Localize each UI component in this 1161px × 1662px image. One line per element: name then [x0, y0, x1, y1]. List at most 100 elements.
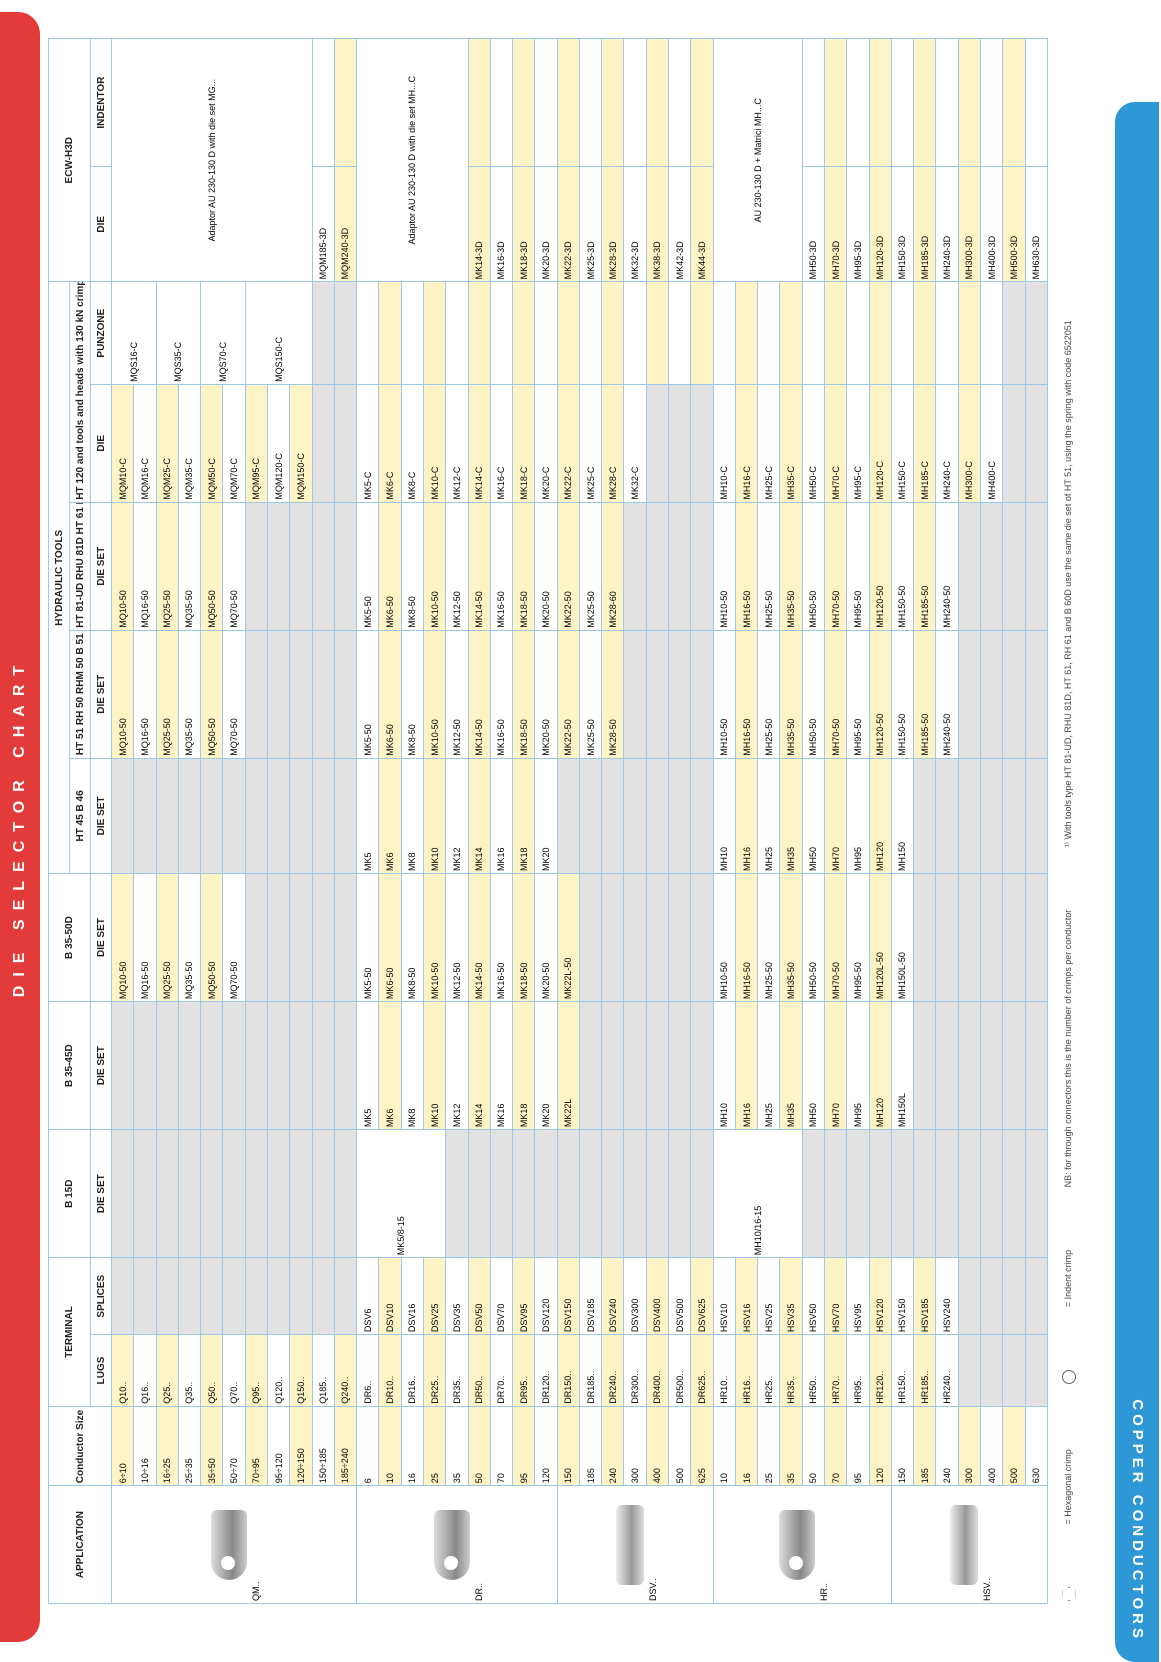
- size-cell: 150÷185: [312, 1406, 335, 1486]
- ht45-cell: [623, 758, 647, 874]
- b3545-cell: [980, 1001, 1003, 1130]
- punzone-cell: [401, 281, 424, 385]
- ht120-die-cell: MK18-C: [512, 384, 535, 503]
- lug-cell: Q70..: [222, 1334, 246, 1407]
- application-qm: QM..: [111, 1485, 357, 1604]
- ht45-cell: [935, 758, 959, 874]
- ht81-cell: MK25-50: [579, 502, 602, 631]
- b15-cell: [623, 1129, 647, 1258]
- splice-cell: DSV25: [423, 1257, 446, 1335]
- splice-cell: [334, 1257, 357, 1335]
- lug-cell: DR6..: [356, 1334, 379, 1407]
- chart-title: DIE SELECTOR CHART: [0, 12, 40, 1642]
- b15-cell: [200, 1129, 223, 1258]
- size-cell: 95÷120: [267, 1406, 290, 1486]
- ht81-cell: MH10-50: [713, 502, 736, 631]
- b3545-cell: [646, 1001, 669, 1130]
- indentor-cell: [490, 38, 513, 167]
- punzone-cell: MQS35-C: [156, 281, 201, 385]
- b3550-cell: [267, 873, 290, 1002]
- ht51-cell: [312, 630, 335, 759]
- b3545-cell: [668, 1001, 691, 1130]
- ecw-die-cell: MH70-3D: [824, 166, 847, 282]
- punzone-cell: [312, 281, 335, 385]
- lug-cell: DR35..: [445, 1334, 468, 1407]
- ecw-die-cell: MH185-3D: [913, 166, 936, 282]
- ht81-cell: MH25-50: [757, 502, 780, 631]
- lug-cell: Q10..: [111, 1334, 134, 1407]
- splice-cell: [222, 1257, 246, 1335]
- b3550-cell: MH16-50: [735, 873, 758, 1002]
- size-cell: 16: [401, 1406, 424, 1486]
- application-label-dr: DR..: [473, 1583, 484, 1601]
- size-cell: 50: [468, 1406, 491, 1486]
- b15-cell: [668, 1129, 691, 1258]
- indentor-cell: [534, 38, 558, 167]
- indentor-cell: [802, 38, 825, 167]
- punzone-cell: [891, 281, 914, 385]
- b3550-cell: MH120L-50: [869, 873, 892, 1002]
- ht81-cell: MQ70-50: [222, 502, 246, 631]
- ht81-cell: [1002, 502, 1026, 631]
- punzone-cell: [958, 281, 981, 385]
- splice-cell: HSV120: [869, 1257, 892, 1335]
- b3550-cell: [601, 873, 624, 1002]
- size-cell: 400: [980, 1406, 1003, 1486]
- die-selector-table-wrap: APPLICATION Conductor Size sqmm TERMINAL…: [48, 38, 1048, 1604]
- size-cell: 300: [958, 1406, 981, 1486]
- b3550-cell: MH35-50: [779, 873, 803, 1002]
- size-cell: 150: [891, 1406, 914, 1486]
- ht45-cell: [245, 758, 268, 874]
- ht45-cell: MH70: [824, 758, 847, 874]
- ecw-note-qm: Adaptor AU 230-130 D with die set MG...: [111, 38, 313, 282]
- ht45-cell: MK12: [445, 758, 468, 874]
- punzone-cell: [935, 281, 959, 385]
- lug-cell: DR625..: [690, 1334, 714, 1407]
- size-cell: 500: [668, 1406, 691, 1486]
- lug-cell: DR120..: [534, 1334, 558, 1407]
- splice-cell: DSV16: [401, 1257, 424, 1335]
- ecw-die-cell: MH630-3D: [1025, 166, 1048, 282]
- ht120-die-cell: MH70-C: [824, 384, 847, 503]
- ht120-die-cell: MQM25-C: [156, 384, 179, 503]
- col-b15d: B 15D: [48, 1129, 91, 1258]
- punzone-cell: MQS16-C: [111, 281, 157, 385]
- lug-cell: [980, 1334, 1003, 1407]
- b3545-cell: MH16: [735, 1001, 758, 1130]
- b3545-cell: [1025, 1001, 1048, 1130]
- b3550-cell: MQ10-50: [111, 873, 134, 1002]
- size-cell: 70: [824, 1406, 847, 1486]
- ht51-cell: [289, 630, 313, 759]
- b3545-cell: MK8: [401, 1001, 424, 1130]
- ecw-die-cell: MH150-3D: [891, 166, 914, 282]
- lug-cell: DR25..: [423, 1334, 446, 1407]
- ht81-cell: MK28-60: [601, 502, 624, 631]
- b3545-cell: [623, 1001, 647, 1130]
- b3545-cell: MK14: [468, 1001, 491, 1130]
- b3545-cell: MH120: [869, 1001, 892, 1130]
- ht81-cell: MH35-50: [779, 502, 803, 631]
- ht45-cell: MH10: [713, 758, 736, 874]
- ht45-cell: [133, 758, 157, 874]
- ht45-cell: [913, 758, 936, 874]
- ecw-die-cell: MH95-3D: [846, 166, 870, 282]
- b15-cell: [468, 1129, 491, 1258]
- b3550-cell: MK16-50: [490, 873, 513, 1002]
- indentor-cell: [690, 38, 714, 167]
- ht120-die-cell: MQM50-C: [200, 384, 223, 503]
- punzone-cell: [869, 281, 892, 385]
- ht51-cell: MQ70-50: [222, 630, 246, 759]
- punzone-cell: [713, 281, 736, 385]
- b3550-cell: MH150L-50: [891, 873, 914, 1002]
- b3550-cell: MQ35-50: [178, 873, 201, 1002]
- ht45-cell: MH16: [735, 758, 758, 874]
- ht81-cell: MH70-50: [824, 502, 847, 631]
- b3550-cell: MQ50-50: [200, 873, 223, 1002]
- ht45-cell: [958, 758, 981, 874]
- ht51-cell: MH240-50: [935, 630, 959, 759]
- b3545-cell: MH35: [779, 1001, 803, 1130]
